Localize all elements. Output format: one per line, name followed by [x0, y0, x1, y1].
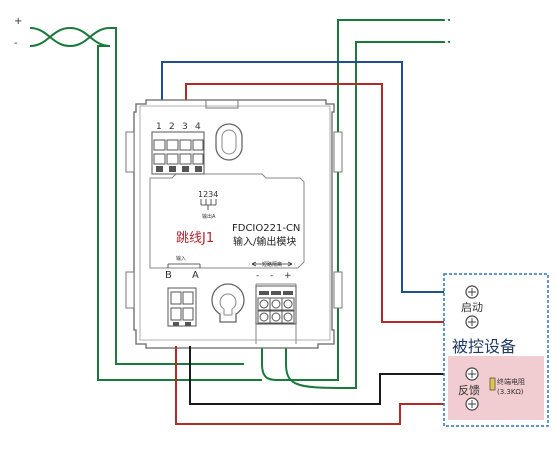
resistor-value: (3.3KΩ): [497, 388, 524, 396]
terminal-label-2: 2: [169, 122, 175, 132]
power-input-wires: [29, 26, 262, 381]
feedback-wire-black: [189, 346, 462, 405]
feedback-label: 反馈: [458, 384, 480, 397]
center-output-label: 输出A: [202, 213, 216, 220]
terminal-label-1: 1: [156, 122, 162, 132]
output-minus-1: -: [256, 271, 259, 281]
jumper-label: 跳线J1: [176, 231, 214, 246]
terminal-label-3: 3: [182, 122, 188, 132]
output-plus: +: [284, 271, 292, 281]
controlled-device-box: [443, 273, 549, 427]
input-b-label: B: [165, 270, 172, 281]
device-title: 被控设备: [452, 337, 516, 356]
input-bracket: [167, 263, 201, 268]
resistor-label: 终端电阻: [497, 377, 525, 386]
top-terminal-block: [151, 131, 205, 175]
power-minus-label: -: [14, 38, 18, 49]
power-plus-label: +: [14, 16, 22, 27]
module-name: 输入/输出模块: [233, 235, 296, 248]
output-small-label: 短路隔离: [262, 261, 282, 268]
input-a-label: A: [192, 270, 199, 281]
bus-output-wires: [261, 15, 450, 390]
center-terminal-numbers: 1234: [198, 190, 218, 199]
feedback-wire-red: [175, 346, 462, 425]
input-terminal-block: [167, 287, 197, 327]
start-wire-red: [185, 83, 462, 323]
start-label: 启动: [461, 301, 483, 314]
start-wire-blue: [161, 61, 462, 293]
output-terminal-block: [255, 285, 297, 325]
output-arrow: [251, 261, 293, 267]
terminal-label-4: 4: [195, 122, 201, 132]
output-minus-2: -: [270, 271, 273, 281]
input-small-label: 输入: [176, 255, 186, 262]
module-model: FDCIO221-CN: [232, 223, 300, 234]
center-terminal-diagram: [200, 199, 217, 210]
